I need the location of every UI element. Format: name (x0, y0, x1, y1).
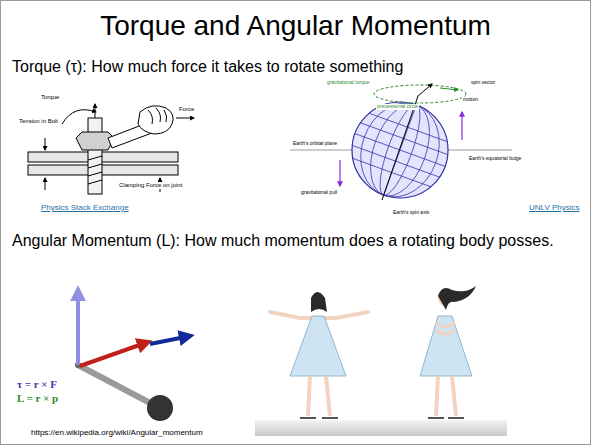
part-label: Force (178, 106, 195, 113)
part-label: motion (462, 97, 479, 103)
source-link: UNLV Physics (528, 203, 581, 212)
formula: τ = r × F (16, 378, 58, 391)
part-label: spin vector (470, 80, 496, 86)
source-url: https://en.wikipedia.org/wiki/Angular_mo… (30, 428, 204, 437)
slide-title: Torque and Angular Momentum (0, 10, 591, 42)
part-label: precessional circle (376, 104, 419, 110)
part-label: Tension in Bolt (18, 118, 59, 125)
part-label: Clamping Force on joint (118, 182, 183, 189)
part-label: Earth's spin axis (392, 210, 430, 216)
part-label: Torque (40, 94, 60, 101)
part-label: Earth's equatorial bulge (468, 156, 522, 162)
formula: L = r × p (16, 392, 59, 405)
vector-illustration (75, 290, 190, 421)
source-link: Physics Stack Exchange (40, 203, 130, 212)
skater-illustration (255, 286, 507, 436)
part-label: gravitational torque (326, 80, 371, 86)
body-text: Angular Momentum (L): How much momentum … (12, 232, 572, 250)
part-label: Earth's orbital plane (292, 141, 338, 147)
body-text: Torque (τ): How much force it takes to r… (12, 58, 582, 76)
part-label: gravitational pull (300, 190, 338, 196)
earth-illustration (290, 84, 512, 214)
